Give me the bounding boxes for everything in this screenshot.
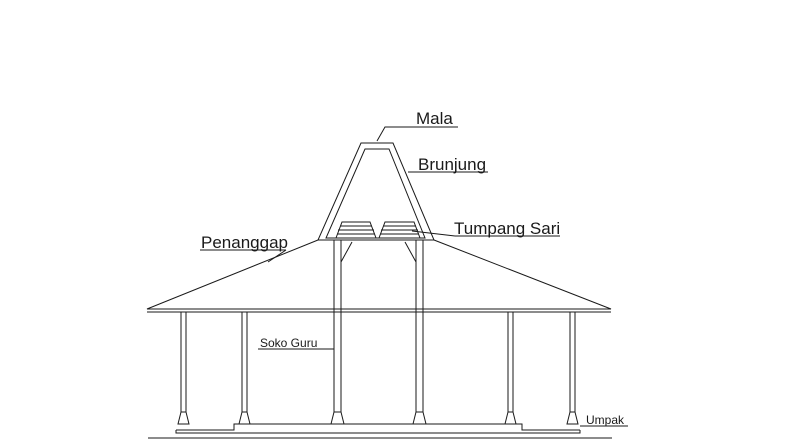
label-mala: Mala [416, 109, 453, 128]
brunjung-roof [317, 142, 435, 241]
label-umpak: Umpak [586, 413, 625, 427]
label-brunjung: Brunjung [418, 155, 486, 174]
outer-columns [180, 312, 576, 412]
umpak-bases [177, 411, 579, 425]
tumpang-sari-layers [335, 221, 421, 239]
label-soko-guru: Soko Guru [260, 336, 317, 350]
leader-lines [200, 126, 628, 427]
label-penanggap: Penanggap [201, 233, 288, 252]
soko-guru-columns [333, 240, 424, 412]
floor-platform [148, 423, 612, 439]
label-tumpang-sari: Tumpang Sari [454, 219, 560, 238]
penanggap-roof [146, 239, 612, 313]
